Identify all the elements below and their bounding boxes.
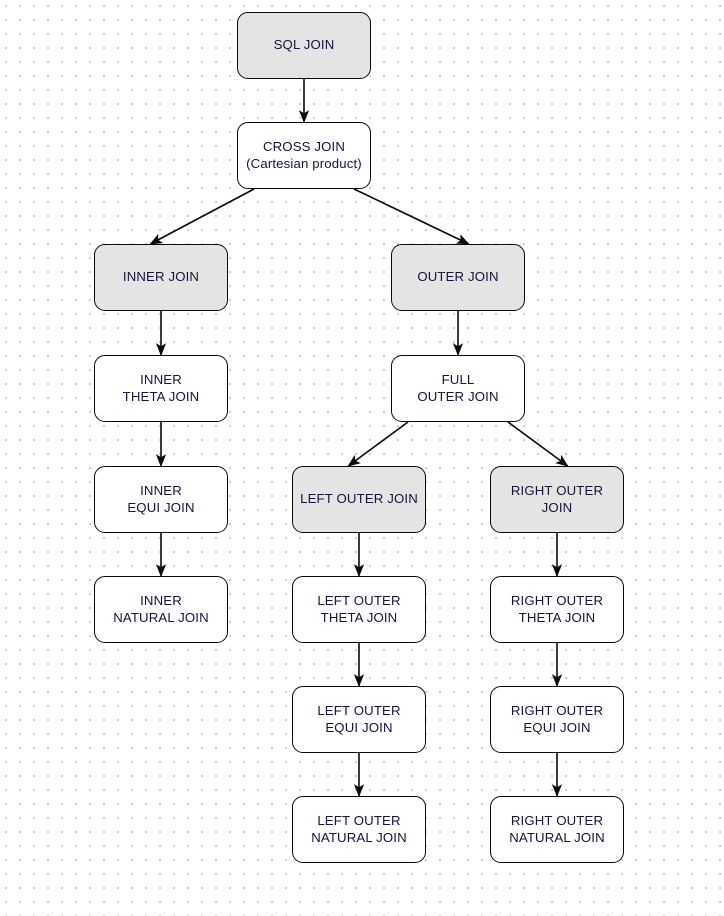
edge-full-outer-join-to-left-outer-join <box>347 421 409 467</box>
node-label-right-outer-equi-join: RIGHT OUTER EQUI JOIN <box>510 703 604 735</box>
node-left-outer-theta-join[interactable]: LEFT OUTER THETA JOIN <box>292 576 426 643</box>
node-label-inner-theta-join: INNER THETA JOIN <box>122 372 200 404</box>
node-label-left-outer-theta-join: LEFT OUTER THETA JOIN <box>317 593 401 625</box>
node-label-inner-join: INNER JOIN <box>122 269 200 285</box>
node-label-left-outer-natural-join: LEFT OUTER NATURAL JOIN <box>311 813 407 845</box>
node-full-outer-join[interactable]: FULL OUTER JOIN <box>391 355 525 422</box>
node-right-outer-join[interactable]: RIGHT OUTER JOIN <box>490 466 624 533</box>
node-label-right-outer-theta-join: RIGHT OUTER THETA JOIN <box>510 593 604 625</box>
node-right-outer-equi-join[interactable]: RIGHT OUTER EQUI JOIN <box>490 686 624 753</box>
edge-full-outer-join-to-right-outer-join <box>507 421 569 467</box>
node-sql-join[interactable]: SQL JOIN <box>237 12 371 79</box>
node-left-outer-natural-join[interactable]: LEFT OUTER NATURAL JOIN <box>292 796 426 863</box>
node-left-outer-join[interactable]: LEFT OUTER JOIN <box>292 466 426 533</box>
node-inner-theta-join[interactable]: INNER THETA JOIN <box>94 355 228 422</box>
node-label-right-outer-join: RIGHT OUTER JOIN <box>510 483 604 515</box>
node-label-sql-join: SQL JOIN <box>273 37 335 53</box>
node-left-outer-equi-join[interactable]: LEFT OUTER EQUI JOIN <box>292 686 426 753</box>
node-outer-join[interactable]: OUTER JOIN <box>391 244 525 311</box>
edge-cross-join-to-outer-join <box>353 188 470 245</box>
node-label-inner-equi-join: INNER EQUI JOIN <box>127 483 195 515</box>
node-right-outer-natural-join[interactable]: RIGHT OUTER NATURAL JOIN <box>490 796 624 863</box>
node-inner-join[interactable]: INNER JOIN <box>94 244 228 311</box>
node-label-full-outer-join: FULL OUTER JOIN <box>417 372 499 404</box>
node-label-right-outer-natural-join: RIGHT OUTER NATURAL JOIN <box>509 813 605 845</box>
edge-cross-join-to-inner-join <box>149 188 255 245</box>
node-label-inner-natural-join: INNER NATURAL JOIN <box>113 593 209 625</box>
node-label-left-outer-join: LEFT OUTER JOIN <box>300 491 418 507</box>
node-right-outer-theta-join[interactable]: RIGHT OUTER THETA JOIN <box>490 576 624 643</box>
node-label-left-outer-equi-join: LEFT OUTER EQUI JOIN <box>317 703 401 735</box>
node-label-cross-join: CROSS JOIN (Cartesian product) <box>246 139 362 171</box>
node-label-outer-join: OUTER JOIN <box>417 269 499 285</box>
node-inner-equi-join[interactable]: INNER EQUI JOIN <box>94 466 228 533</box>
node-cross-join[interactable]: CROSS JOIN (Cartesian product) <box>237 122 371 189</box>
node-inner-natural-join[interactable]: INNER NATURAL JOIN <box>94 576 228 643</box>
